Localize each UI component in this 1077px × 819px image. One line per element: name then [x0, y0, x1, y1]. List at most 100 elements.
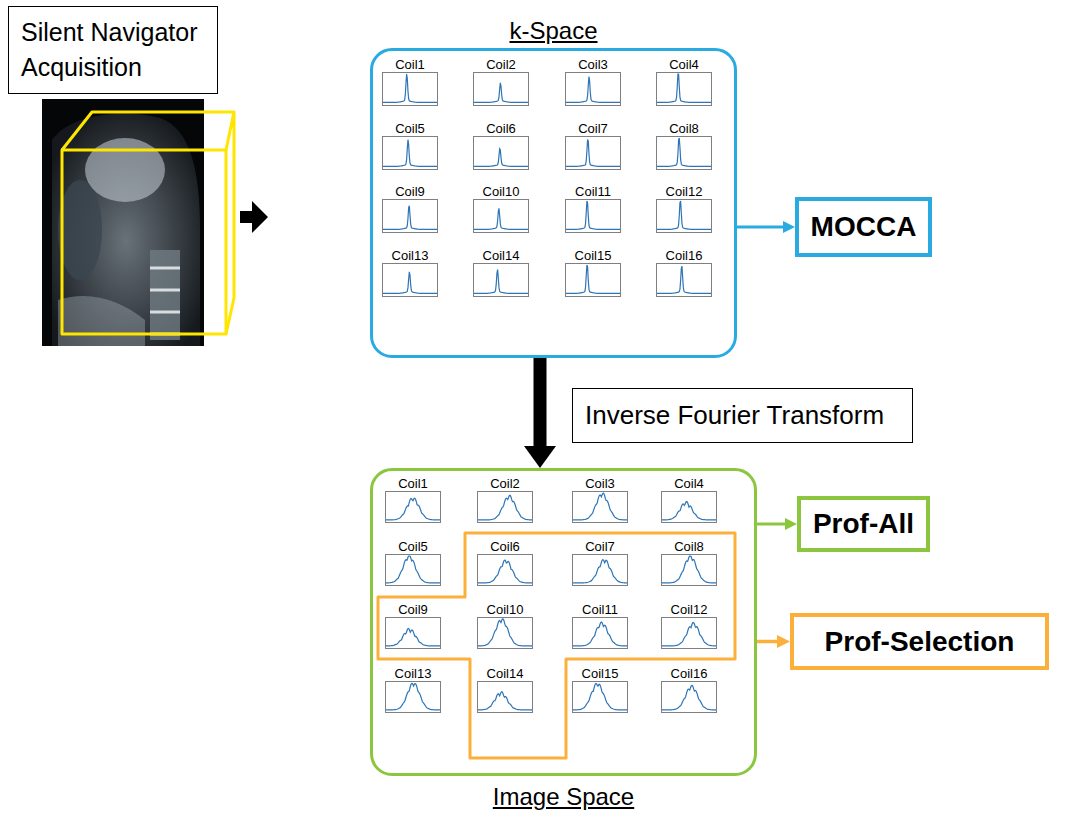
plot-frame: [661, 491, 717, 523]
coil-label: Coil15: [565, 248, 621, 263]
plot-frame: [473, 72, 529, 106]
coil-plot: Coil3: [565, 57, 621, 106]
plot-area: [657, 264, 711, 296]
plot-area: [657, 137, 711, 169]
coil-label: Coil14: [477, 666, 533, 681]
coil-plot: Coil10: [477, 602, 533, 649]
coil-label: Coil5: [382, 121, 438, 136]
coil-plot: Coil2: [477, 476, 533, 523]
plot-frame: [565, 263, 621, 297]
plot-area: [662, 555, 716, 585]
navigator-cube: [62, 112, 234, 334]
plot-frame: [565, 72, 621, 106]
mri-heart: [85, 138, 165, 202]
coil-plot: Coil5: [385, 539, 441, 586]
output-box: Prof-Selection: [790, 613, 1049, 670]
coil-label: Coil11: [572, 602, 628, 617]
plot-frame: [661, 554, 717, 586]
plot-area: [386, 492, 440, 522]
plot-frame: [477, 681, 533, 713]
mri-body: [52, 114, 200, 346]
plot-area: [573, 618, 627, 648]
plot-area: [573, 555, 627, 585]
profile-trace: [657, 266, 711, 293]
plot-area: [573, 682, 627, 712]
plot-area: [386, 682, 440, 712]
profile-trace: [383, 140, 437, 167]
coil-plot: Coil1: [385, 476, 441, 523]
plot-area: [566, 264, 620, 296]
coil-plot: Coil5: [382, 121, 438, 170]
profile-trace: [383, 206, 437, 230]
coil-plot: Coil8: [661, 539, 717, 586]
mri-background: [42, 99, 204, 346]
acquisition-arrow: [240, 201, 268, 233]
coil-label: Coil7: [572, 539, 628, 554]
plot-frame: [477, 554, 533, 586]
output-label: Prof-All: [813, 508, 914, 540]
coil-label: Coil13: [382, 248, 438, 263]
coil-plot: Coil6: [477, 539, 533, 586]
coil-label: Coil8: [656, 121, 712, 136]
profile-trace: [474, 270, 528, 294]
coil-label: Coil12: [661, 602, 717, 617]
plot-area: [662, 492, 716, 522]
coil-label: Coil2: [473, 57, 529, 72]
panel-box: k-SpaceCoil1Coil2Coil3Coil4Coil5Coil6Coi…: [370, 48, 737, 358]
plot-area: [383, 200, 437, 232]
plot-frame: [572, 554, 628, 586]
plot-frame: [572, 491, 628, 523]
profile-trace: [474, 208, 528, 229]
coil-label: Coil15: [572, 666, 628, 681]
coil-plot: Coil2: [473, 57, 529, 106]
coil-plot: Coil9: [382, 184, 438, 233]
plot-area: [383, 264, 437, 296]
coil-plot: Coil12: [661, 602, 717, 649]
plot-area: [478, 618, 532, 648]
coil-plot: Coil13: [385, 666, 441, 713]
plot-frame: [477, 617, 533, 649]
profile-trace: [657, 138, 711, 166]
profile-trace: [657, 74, 711, 102]
coil-label: Coil14: [473, 248, 529, 263]
plot-area: [474, 264, 528, 296]
profile-trace: [662, 502, 716, 520]
profile-trace: [383, 74, 437, 102]
plot-frame: [382, 136, 438, 170]
coil-label: Coil6: [477, 539, 533, 554]
coil-label: Coil6: [473, 121, 529, 136]
plot-area: [474, 200, 528, 232]
profile-trace: [573, 493, 627, 520]
profile-trace: [566, 140, 620, 167]
plot-area: [474, 73, 528, 105]
plot-frame: [572, 617, 628, 649]
coil-plot: Coil7: [572, 539, 628, 586]
profile-trace: [383, 272, 437, 294]
plot-area: [386, 618, 440, 648]
plot-frame: [656, 199, 712, 233]
coil-plot: Coil8: [656, 121, 712, 170]
profile-trace: [386, 683, 440, 710]
panel-heading: k-Space: [373, 17, 734, 45]
flow-arrow: [757, 523, 785, 526]
coil-plot: Coil14: [473, 248, 529, 297]
plot-frame: [661, 681, 717, 713]
coil-label: Coil11: [565, 184, 621, 199]
panel-heading: Image Space: [373, 783, 754, 811]
plot-area: [657, 200, 711, 232]
coil-label: Coil16: [661, 666, 717, 681]
plot-area: [657, 73, 711, 105]
plot-frame: [382, 72, 438, 106]
output-box: MOCCA: [795, 197, 932, 257]
plot-area: [386, 555, 440, 585]
coil-label: Coil7: [565, 121, 621, 136]
profile-trace: [478, 619, 532, 646]
plot-frame: [473, 199, 529, 233]
plot-frame: [473, 136, 529, 170]
profile-trace: [573, 683, 627, 709]
coil-plot: Coil15: [572, 666, 628, 713]
coil-label: Coil13: [385, 666, 441, 681]
coil-plot: Coil9: [385, 602, 441, 649]
plot-frame: [477, 491, 533, 523]
